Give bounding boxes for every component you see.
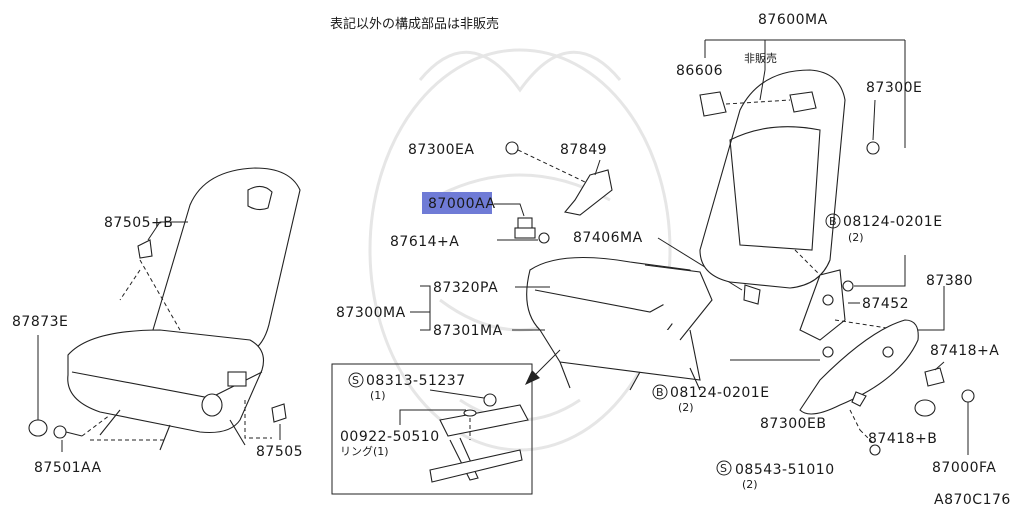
bolt-08124-bottom (822, 346, 834, 358)
knob-87418a (924, 367, 945, 387)
cap-87873e (28, 419, 48, 437)
bolt-marker-icon-b (652, 384, 668, 400)
note-top: 表記以外の構成部品は非販売 (330, 16, 499, 32)
label-87406ma[interactable]: 87406MA (573, 230, 643, 246)
label-08124-b-qty: (2) (678, 401, 694, 414)
label-08543-qty: (2) (742, 478, 758, 491)
detail-inset (331, 363, 533, 495)
clip-87505 (271, 403, 287, 423)
label-00922[interactable]: 00922-50510 (340, 429, 440, 445)
bolt-marker-letter-a: B (829, 215, 837, 228)
label-87300ma[interactable]: 87300MA (336, 305, 406, 321)
screw-marker-icon (348, 372, 364, 388)
screw-marker-letter-b: S (720, 462, 727, 475)
bolt-marker-icon-a (825, 213, 841, 229)
bolt-87501aa (53, 425, 83, 439)
clip-87505b (137, 239, 153, 259)
left-seat-assembly (67, 167, 301, 451)
label-87505b[interactable]: 87505+B (104, 215, 173, 231)
screw-08543 (869, 444, 881, 456)
screw-marker-letter: S (352, 374, 359, 387)
label-87000fa[interactable]: 87000FA (932, 460, 996, 476)
part-87406ma-tab (743, 284, 761, 305)
label-08313[interactable]: 08313-51237 (366, 373, 466, 389)
label-87300ea[interactable]: 87300EA (408, 142, 474, 158)
bolt-08124-top (842, 280, 854, 292)
screw-marker-icon-b (716, 460, 732, 476)
lever-87000fa (961, 389, 975, 455)
label-08124-a-qty: (2) (848, 231, 864, 244)
label-87418a[interactable]: 87418+A (930, 343, 999, 359)
cushion-assembly (526, 256, 713, 391)
label-87614a[interactable]: 87614+A (390, 234, 459, 250)
knob-87418b (914, 399, 936, 417)
detail-arrow (531, 349, 561, 379)
bracket-87849 (563, 169, 613, 216)
cap-87300e (866, 141, 880, 155)
label-87600ma[interactable]: 87600MA (758, 12, 828, 28)
watermark-emblem (368, 48, 672, 452)
cap-87300ea (505, 141, 519, 155)
label-ring: リング(1) (340, 444, 389, 458)
lever-87000aa (514, 217, 536, 239)
label-87452[interactable]: 87452 (862, 296, 909, 312)
washer-87614a (538, 232, 550, 244)
label-08124-b[interactable]: 08124-0201E (670, 385, 770, 401)
clip-87300eb (851, 391, 867, 407)
highlight-87000aa (422, 192, 492, 214)
cover-87380 (799, 319, 919, 415)
label-87501aa[interactable]: 87501AA (34, 460, 102, 476)
label-87505[interactable]: 87505 (256, 444, 303, 460)
label-08543[interactable]: 08543-51010 (735, 462, 835, 478)
recliner-87452 (799, 269, 846, 341)
figure-id: A870C176 (934, 492, 1011, 508)
label-87380[interactable]: 87380 (926, 273, 973, 289)
label-87320pa[interactable]: 87320PA (433, 280, 498, 296)
label-87873e[interactable]: 87873E (12, 314, 68, 330)
label-87000aa[interactable]: 87000AA (428, 196, 496, 212)
bolt-marker-letter-b: B (656, 386, 664, 399)
label-87300eb[interactable]: 87300EB (760, 416, 827, 432)
label-87418b[interactable]: 87418+B (868, 431, 937, 447)
seatback-87600ma (699, 69, 846, 289)
label-87301ma[interactable]: 87301MA (433, 323, 503, 339)
label-08124-a[interactable]: 08124-0201E (843, 214, 943, 230)
label-86606[interactable]: 86606 (676, 63, 723, 79)
label-08313-qty: (1) (370, 389, 386, 402)
label-not-sold: 非販売 (744, 52, 777, 65)
label-87849[interactable]: 87849 (560, 142, 607, 158)
escutcheon-86606 (699, 91, 727, 117)
label-87300e[interactable]: 87300E (866, 80, 922, 96)
